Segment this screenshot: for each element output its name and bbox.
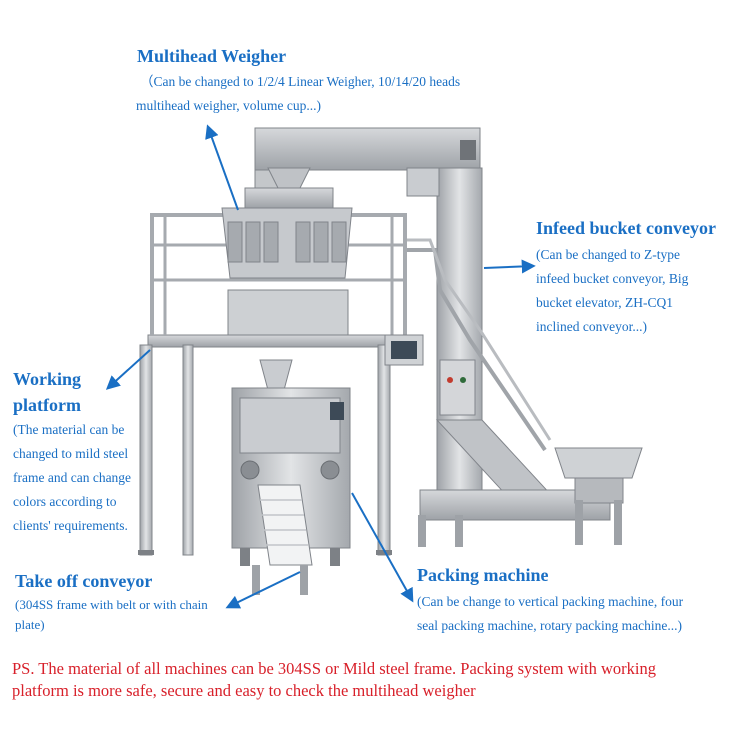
infeed-desc-line: infeed bucket conveyor, Big	[536, 271, 689, 286]
platform-desc-line: clients' requirements.	[13, 518, 128, 533]
working-platform-description: (The material can be changed to mild ste…	[13, 418, 131, 538]
platform-desc-line: colors according to	[13, 494, 117, 509]
packing-desc-line: seal packing machine, rotary packing mac…	[417, 618, 683, 633]
infeed-desc-line: bucket elevator, ZH-CQ1	[536, 295, 674, 310]
infeed-bucket-conveyor-title: Infeed bucket conveyor	[536, 218, 716, 238]
working-platform-title: Working platform	[13, 366, 81, 418]
multihead-weigher-title: Multihead Weigher	[137, 46, 287, 66]
platform-desc-line: changed to mild steel	[13, 446, 129, 461]
takeoff-desc-line: (304SS frame with belt or with chain	[15, 597, 208, 612]
infeed-desc-line: inclined conveyor...)	[536, 319, 647, 334]
working-platform-title-line: platform	[13, 395, 81, 415]
working-platform-title-line: Working	[13, 369, 82, 389]
platform-desc-line: (The material can be	[13, 422, 125, 437]
multihead-weigher-description: （Can be changed to 1/2/4 Linear Weigher,…	[136, 70, 461, 118]
multihead-weigher-desc-line: multihead weigher, volume cup...)	[136, 98, 322, 113]
take-off-conveyor-description: (304SS frame with belt or with chain pla…	[15, 595, 208, 635]
ps-note-line: PS. The material of all machines can be …	[12, 659, 656, 678]
infeed-desc-line: (Can be changed to Z-type	[536, 247, 680, 262]
platform-desc-line: frame and can change	[13, 470, 132, 485]
ps-note-line: platform is more safe, secure and easy t…	[12, 681, 476, 700]
packing-desc-line: (Can be change to vertical packing machi…	[417, 594, 684, 609]
take-off-conveyor-title: Take off conveyor	[15, 571, 153, 591]
callout-arrows	[105, 124, 536, 609]
takeoff-desc-line: plate)	[15, 617, 45, 632]
packing-machine-title: Packing machine	[417, 565, 549, 585]
take-off-conveyor	[252, 484, 313, 595]
arrow-packing	[351, 492, 414, 603]
multihead-weigher-machine	[221, 167, 353, 391]
infeed-bucket-conveyor	[254, 127, 643, 547]
arrow-platform	[105, 349, 151, 390]
arrow-multihead	[205, 124, 239, 211]
multihead-weigher-desc-line: （Can be changed to 1/2/4 Linear Weigher,…	[140, 74, 461, 89]
arrow-takeoff	[225, 571, 301, 609]
ps-note: PS. The material of all machines can be …	[12, 658, 742, 702]
infeed-bucket-conveyor-description: (Can be changed to Z-type infeed bucket …	[536, 243, 688, 339]
packing-machine-description: (Can be change to vertical packing machi…	[417, 590, 683, 638]
arrow-infeed	[483, 259, 536, 274]
